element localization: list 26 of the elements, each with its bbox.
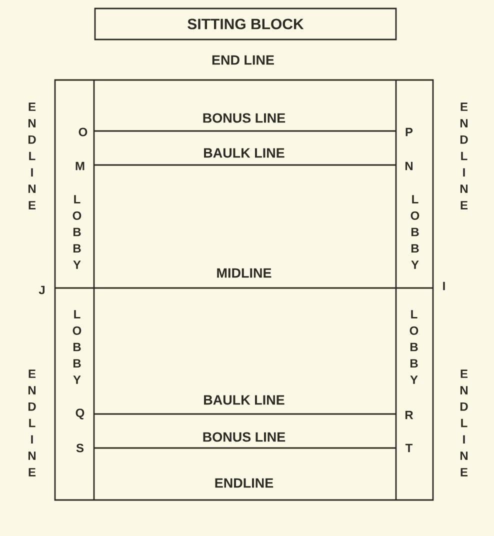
point-letter: N	[405, 162, 413, 170]
line-label: BAULK LINE	[204, 148, 284, 158]
line-label: BONUS LINE	[203, 113, 286, 123]
vertical-label: ENDLINE	[460, 102, 468, 210]
line-label: BAULK LINE	[204, 395, 284, 405]
point-letter: Q	[76, 408, 84, 420]
vertical-label: ENDLINE	[460, 370, 468, 476]
line-label: ENDLINE	[215, 478, 274, 488]
vertical-label: LOBBY	[410, 195, 420, 269]
point-letter: I	[443, 282, 445, 290]
vertical-label: LOBBY	[72, 310, 82, 384]
vertical-label: ENDLINE	[28, 370, 36, 476]
sitting-block-box: SITTING BLOCK	[94, 8, 397, 40]
vertical-label: ENDLINE	[28, 102, 36, 210]
point-letter: P	[406, 128, 413, 136]
point-letter: O	[78, 128, 88, 136]
vertical-label: LOBBY	[410, 310, 418, 384]
point-letter: S	[76, 444, 84, 452]
point-letter: J	[38, 286, 44, 294]
point-letter: T	[405, 444, 413, 452]
line-label: BONUS LINE	[203, 432, 286, 442]
line-label: END LINE	[212, 55, 274, 65]
vertical-label: LOBBY	[72, 195, 82, 269]
line-label: MIDLINE	[217, 268, 272, 278]
point-letter: R	[405, 410, 414, 420]
point-letter: M	[76, 162, 84, 170]
